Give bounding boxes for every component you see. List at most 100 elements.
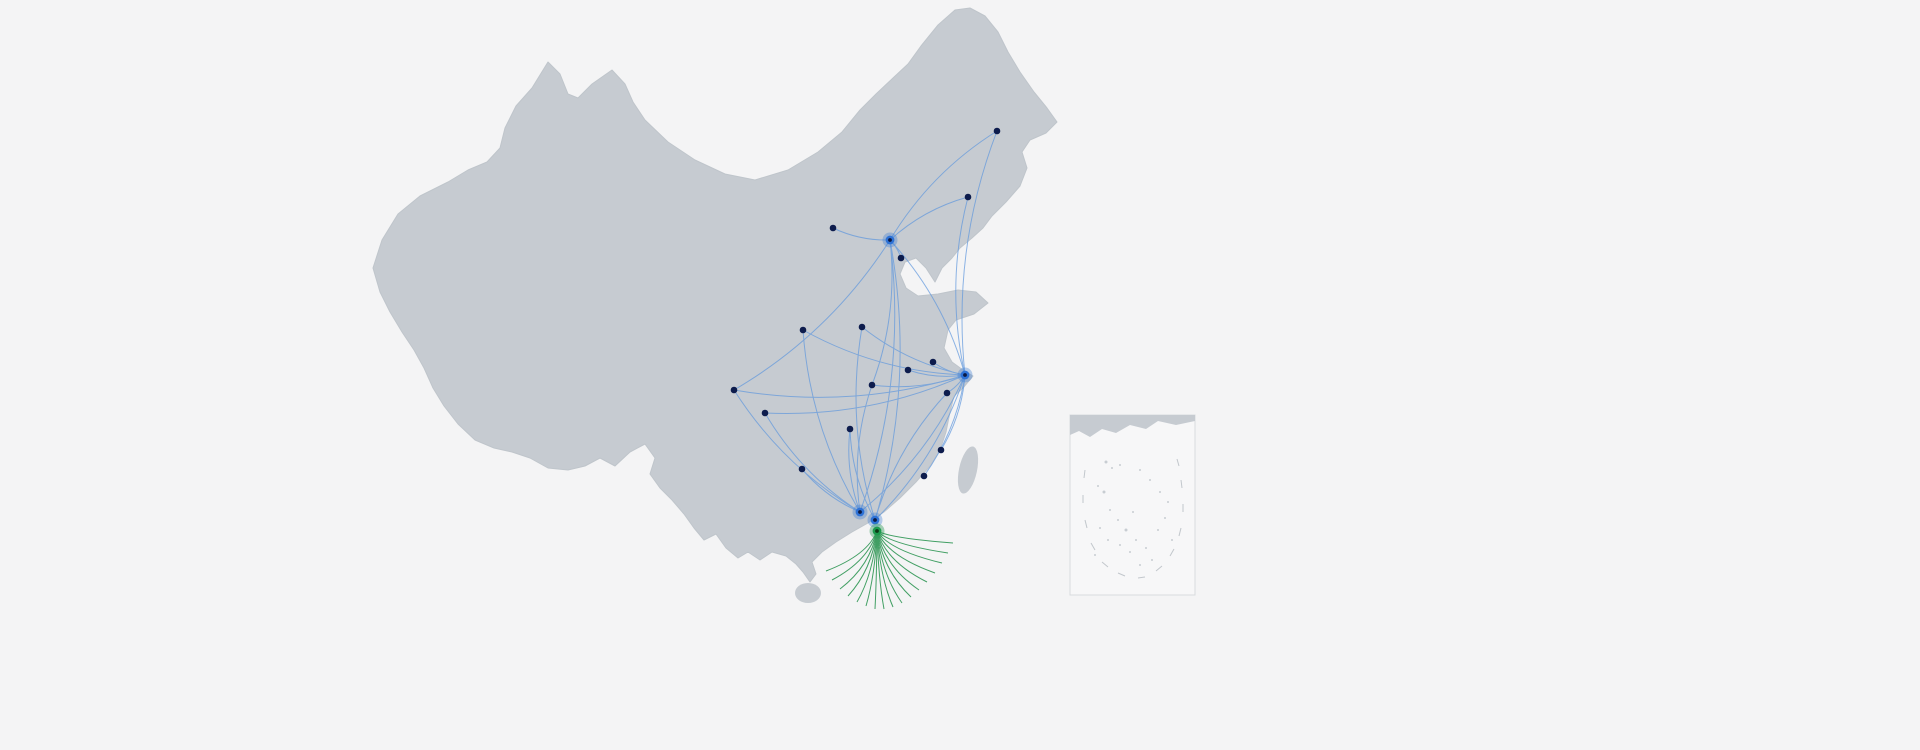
fan-route-line [876, 530, 928, 583]
inset-island-dot [1139, 469, 1141, 471]
city-dot[interactable] [829, 224, 837, 232]
hub-marker[interactable] [957, 367, 973, 383]
fan-route-line [876, 530, 936, 574]
fan-route-line [876, 530, 920, 591]
hub-core [875, 529, 879, 533]
hainan-island-shape [795, 583, 821, 603]
route-lines [733, 130, 998, 521]
inset-island-dot [1139, 564, 1141, 566]
city-dot[interactable] [943, 389, 951, 397]
fan-route-line [876, 530, 943, 564]
green-fan-routes [825, 530, 954, 610]
inset-island-dot [1135, 539, 1137, 541]
inset-island-dot [1104, 460, 1108, 464]
hub-marker[interactable] [867, 512, 883, 528]
inset-island-dot [1159, 491, 1161, 493]
inset-island-dot [1107, 539, 1109, 541]
hub-core [873, 518, 877, 522]
route-line [907, 369, 966, 377]
route-line [764, 412, 861, 513]
city-dots [730, 127, 1001, 480]
fan-route-line [831, 530, 878, 581]
inset-island-dot [1119, 464, 1121, 466]
route-line [733, 389, 861, 513]
inset-boundary-dash [1090, 542, 1096, 551]
inset-boundary-dash [1180, 479, 1183, 489]
inset-island-dot [1119, 544, 1121, 546]
route-line [848, 428, 861, 513]
city-dot[interactable] [937, 446, 945, 454]
route-line [874, 374, 966, 521]
city-dot[interactable] [964, 193, 972, 201]
city-dot[interactable] [993, 127, 1001, 135]
inset-boundary-dash [1137, 576, 1146, 579]
city-dot[interactable] [868, 381, 876, 389]
route-line [923, 374, 966, 477]
inset-island-dot [1151, 559, 1153, 561]
route-line [733, 374, 966, 398]
route-line [802, 329, 966, 376]
route-line [856, 384, 873, 513]
inset-boundary-dash [1084, 519, 1088, 529]
route-line [855, 326, 876, 521]
route-line [961, 130, 998, 376]
inset-island-dot [1129, 551, 1131, 553]
fan-route-line [839, 530, 878, 590]
inset-island-dot [1124, 528, 1128, 532]
route-line [859, 239, 896, 513]
inset-boundary-dash [1117, 572, 1126, 577]
route-line [859, 374, 966, 513]
route-line [733, 239, 891, 391]
inset-boundary-dash [1155, 565, 1163, 572]
city-dot[interactable] [858, 323, 866, 331]
inset-island-dot [1109, 509, 1111, 511]
route-line [955, 196, 969, 376]
inset-island-dot [1145, 547, 1147, 549]
green-hub-marker[interactable] [869, 523, 885, 539]
city-dot[interactable] [761, 409, 769, 417]
hub-core [858, 510, 862, 514]
city-dot[interactable] [799, 326, 807, 334]
city-dot[interactable] [798, 465, 806, 473]
inset-island-dot [1132, 511, 1134, 513]
inset-boundary-dash [1083, 469, 1086, 479]
city-dot[interactable] [904, 366, 912, 374]
hub-core [888, 238, 892, 242]
inset-island-dot [1099, 527, 1101, 529]
inset-island-dot [1094, 554, 1096, 556]
city-dot[interactable] [897, 254, 905, 262]
city-dot[interactable] [730, 386, 738, 394]
route-line [874, 239, 901, 521]
route-line [802, 329, 861, 513]
inset-island-dot [1171, 539, 1173, 541]
inset-island-dot [1164, 517, 1166, 519]
inset-landmass-shape [1070, 415, 1195, 437]
south-china-sea-inset [1069, 414, 1196, 596]
fan-route-line [825, 530, 878, 572]
route-line [764, 374, 966, 414]
taiwan-island-shape [957, 446, 979, 494]
inset-island-dot [1102, 490, 1106, 494]
city-dot[interactable] [929, 358, 937, 366]
route-line [832, 227, 891, 241]
hub-marker[interactable] [852, 504, 868, 520]
inset-island-dot [1097, 485, 1099, 487]
mainland-china-shape [372, 7, 1058, 583]
hub-markers [852, 232, 973, 539]
hub-marker[interactable] [882, 232, 898, 248]
city-dot[interactable] [920, 472, 928, 480]
inset-island-dot [1167, 501, 1169, 503]
fan-route-line [876, 530, 954, 544]
inset-boundary-dash [1101, 561, 1109, 568]
route-line [889, 196, 969, 241]
route-line [889, 239, 966, 376]
inset-island-dot [1111, 467, 1113, 469]
route-line [849, 428, 876, 521]
route-line [889, 130, 998, 241]
inset-boundary-dash [1169, 548, 1175, 557]
city-dot[interactable] [846, 425, 854, 433]
route-line [801, 468, 861, 513]
inset-island-dot [1117, 519, 1119, 521]
